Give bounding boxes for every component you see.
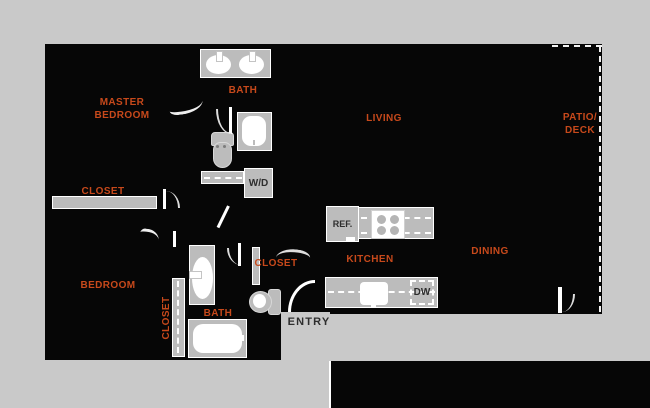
room-label-master-bedroom: MASTER BEDROOM: [94, 97, 150, 121]
bathtub: [188, 319, 247, 358]
adjacent-building-mass: [329, 361, 650, 408]
fridge-handle-icon: [346, 237, 355, 241]
faucet-icon: [249, 51, 256, 62]
room-label-living: LIVING: [366, 113, 402, 124]
patio-boundary-right-dashed-line: [599, 46, 601, 312]
refrigerator: REF.: [326, 206, 359, 242]
shower-drain-icon: [253, 140, 255, 145]
kitchen-counter-lower: DW: [325, 277, 438, 308]
sink-basin-icon: [239, 55, 264, 74]
dishwasher-label: DW: [413, 287, 431, 298]
entry-recess: [281, 312, 330, 360]
room-label-bath2: BATH: [203, 308, 233, 319]
room-label-kitchen: KITCHEN: [346, 254, 394, 265]
exterior-gap: [330, 314, 602, 360]
room-label-patio-deck: PATIO/ DECK: [562, 112, 598, 136]
patio-door-icon: [558, 287, 562, 313]
kitchen-faucet-icon: [371, 299, 376, 308]
vanity-sink: [189, 245, 215, 305]
refrigerator-label: REF.: [332, 219, 353, 229]
laundry-counter: [201, 171, 244, 184]
washer-dryer-label: W/D: [248, 177, 269, 189]
sink-basin-icon: [206, 55, 231, 74]
shower: [237, 112, 272, 151]
stove-icon: [371, 210, 405, 239]
dishwasher: DW: [410, 280, 434, 305]
kitchen-sink-icon: [360, 282, 388, 305]
room-label-master-bath: BATH: [228, 85, 258, 96]
bedroom-closet-shelf: [172, 278, 185, 357]
room-label-entry-closet: CLOSET: [254, 258, 298, 269]
room-label-bedroom-closet: CLOSET: [161, 296, 172, 340]
washer-dryer: W/D: [244, 168, 273, 198]
sink-basin-icon: [192, 257, 213, 299]
room-label-master-closet: CLOSET: [81, 186, 125, 197]
bedroom-closet-door-icon: [173, 231, 176, 247]
room-label-bedroom: BEDROOM: [80, 280, 136, 291]
faucet-icon: [189, 271, 202, 279]
room-label-dining: DINING: [471, 246, 509, 257]
entry-closet-shelf: [252, 247, 260, 285]
tub-basin-icon: [193, 324, 242, 353]
double-sink-vanity: [200, 49, 271, 78]
kitchen-counter-upper: [358, 207, 434, 239]
tub-faucet-icon: [238, 335, 244, 341]
master-closet-shelf: [52, 196, 157, 209]
hall-door-icon: [163, 189, 166, 209]
bath2-door-swing-icon: [227, 248, 241, 265]
entry-label: ENTRY: [287, 316, 331, 328]
faucet-icon: [216, 51, 223, 62]
patio-boundary-top-dashed-line: [552, 45, 602, 47]
